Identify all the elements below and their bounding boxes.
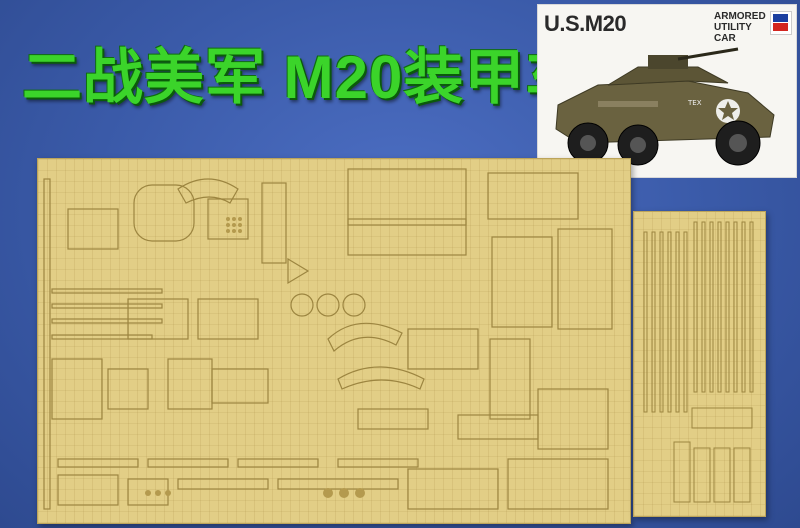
etched-parts-main — [43, 168, 613, 510]
box-subtitle-line2: UTILITY CAR — [714, 22, 752, 44]
photo-etch-sheet-side — [633, 211, 766, 517]
photo-etch-sheet-main — [37, 158, 631, 524]
page-title: 二战美军 M20装甲车 — [22, 44, 587, 111]
armored-car-illustration: TEX — [555, 47, 775, 166]
tamiya-star-logo — [770, 11, 792, 35]
box-subtitle: ARMORED UTILITY CAR — [714, 11, 776, 44]
box-model-title: U.S.M20 — [544, 11, 627, 36]
vehicle-marking: TEX — [687, 99, 702, 107]
box-subtitle-line1: ARMORED — [714, 11, 766, 22]
box-art-panel: U.S.M20 ARMORED UTILITY CAR TEX — [537, 4, 797, 178]
etched-parts-side — [643, 221, 754, 503]
